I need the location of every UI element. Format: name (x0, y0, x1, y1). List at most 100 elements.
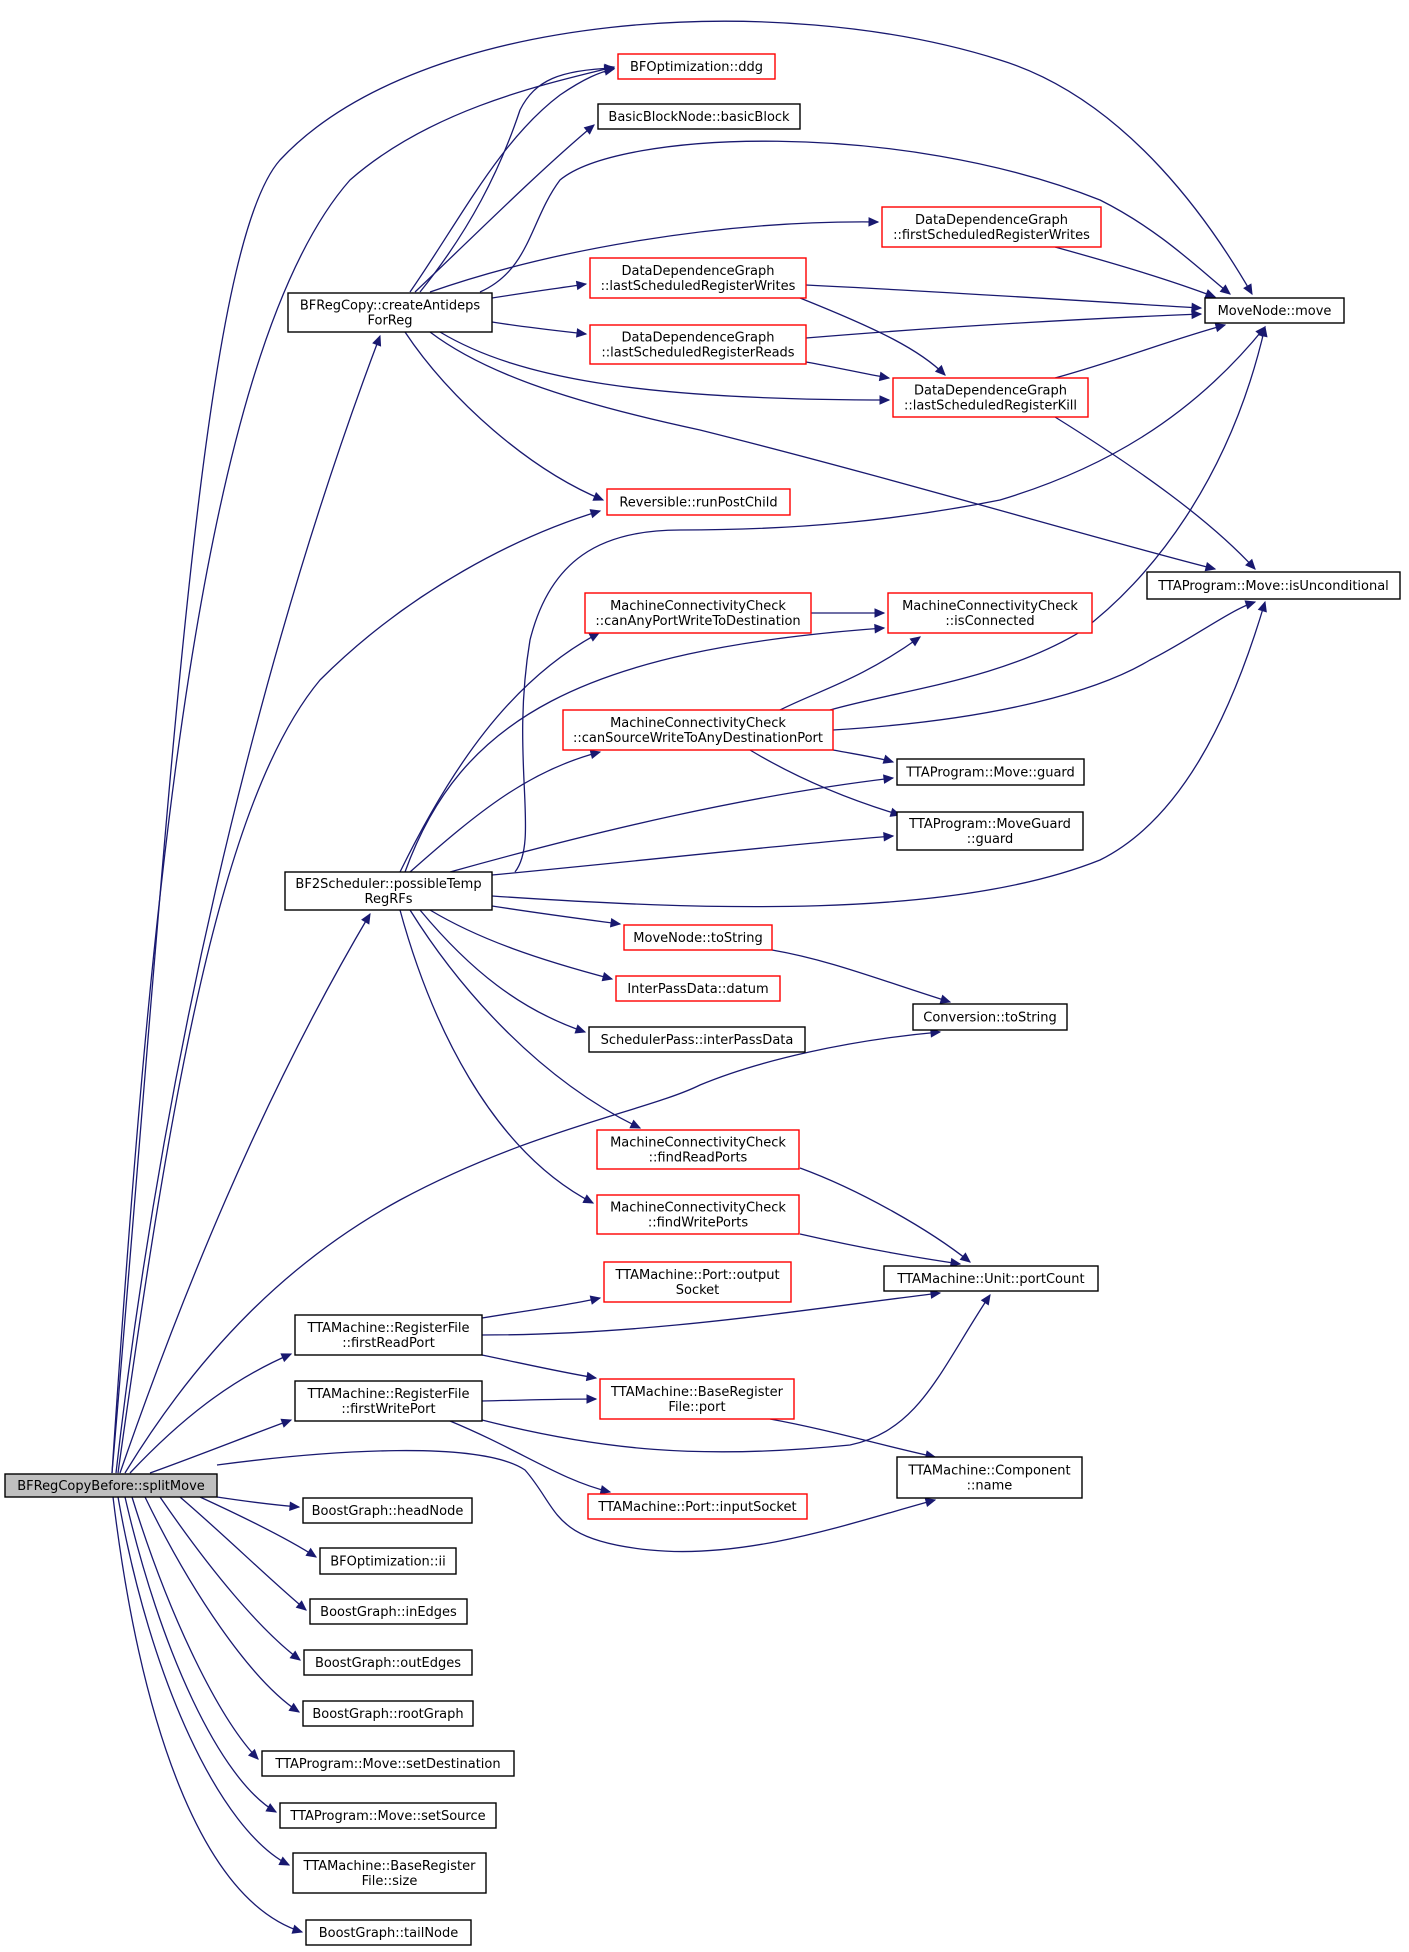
edge-line (481, 1354, 597, 1379)
edge-bf2sched-to-mccread (409, 909, 642, 1129)
node-rffrp[interactable]: TTAMachine::RegisterFile::firstReadPort (294, 1314, 483, 1356)
edge-line (414, 124, 595, 293)
node-box (1204, 297, 1345, 324)
node-box (588, 1026, 806, 1053)
edge-line (409, 68, 615, 293)
edge-line (124, 1496, 277, 1813)
node-uncond[interactable]: TTAProgram::Move::isUnconditional (1146, 571, 1401, 600)
node-portin[interactable]: TTAMachine::Port::inputSocket (587, 1493, 808, 1520)
nodes-layer: BFRegCopyBefore::splitMoveBFOptimization… (4, 53, 1401, 1946)
edge-root-to-rffwp (149, 1418, 293, 1474)
node-ddglsrw[interactable]: DataDependenceGraph::lastScheduledRegist… (589, 257, 807, 299)
edge-line (124, 1031, 941, 1474)
node-label: TTAMachine::BaseRegister (610, 1385, 784, 1400)
node-label: Reversible::runPostChild (619, 496, 777, 511)
node-label: TTAMachine::Component (907, 1464, 1070, 1479)
edge-line (149, 1419, 292, 1474)
node-box (279, 1802, 497, 1829)
node-bginedges[interactable]: BoostGraph::inEdges (309, 1598, 468, 1625)
node-setdest[interactable]: TTAProgram::Move::setDestination (261, 1750, 515, 1777)
node-label: ::lastScheduledRegisterWrites (601, 279, 796, 294)
node-mccread[interactable]: MachineConnectivityCheck::findReadPorts (596, 1129, 800, 1170)
edge-line (159, 1496, 301, 1661)
edge-root-to-rffrp (129, 1353, 293, 1474)
node-box (615, 975, 781, 1002)
node-label: TTAProgram::Move::setDestination (274, 1757, 500, 1772)
node-bgoutedges[interactable]: BoostGraph::outEdges (303, 1649, 473, 1676)
node-label: BoostGraph::tailNode (319, 1926, 459, 1941)
node-setsrc[interactable]: TTAProgram::Move::setSource (279, 1802, 497, 1829)
edge-arrowhead (574, 1024, 587, 1034)
node-box (294, 1314, 483, 1356)
node-bgtail[interactable]: BoostGraph::tailNode (305, 1919, 472, 1946)
edge-arrowhead (1214, 322, 1227, 333)
node-portcount[interactable]: TTAMachine::Unit::portCount (883, 1265, 1099, 1292)
edge-line (439, 331, 890, 401)
node-box (562, 709, 834, 751)
node-label: ::findWritePorts (648, 1216, 749, 1231)
node-label: BasicBlockNode::basicBlock (608, 110, 790, 125)
node-box (883, 1265, 1099, 1292)
node-box (587, 1493, 808, 1520)
node-compname[interactable]: TTAMachine::Component::name (896, 1456, 1083, 1499)
edge-arrowhead (629, 1119, 642, 1129)
node-spipd[interactable]: SchedulerPass::interPassData (588, 1026, 806, 1053)
node-label: BFRegCopyBefore::splitMove (17, 1479, 205, 1494)
node-label: Conversion::toString (923, 1011, 1057, 1026)
node-mccconn[interactable]: MachineConnectivityCheck::isConnected (887, 592, 1093, 634)
node-convtostr[interactable]: Conversion::toString (912, 1003, 1068, 1031)
edge-line (179, 1496, 307, 1611)
node-label: ::canAnyPortWriteToDestination (595, 614, 800, 629)
node-rffwp[interactable]: TTAMachine::RegisterFile::firstWritePort (294, 1380, 483, 1422)
edge-line (481, 1292, 941, 1336)
node-ddgfsrw[interactable]: DataDependenceGraph::firstScheduledRegis… (881, 206, 1102, 248)
edge-line (491, 283, 587, 299)
edge-arrowhead (361, 912, 371, 925)
node-label: File::port (668, 1400, 725, 1415)
edge-arrowhead (1257, 600, 1267, 613)
edge-line (514, 326, 1266, 873)
edge-line (1054, 324, 1226, 379)
node-movenode[interactable]: MoveNode::move (1204, 297, 1345, 324)
edge-arrowhead (601, 971, 614, 982)
edge-bf2sched-to-moveguard (449, 774, 895, 873)
edge-mccwrite-to-portcount (799, 1233, 962, 1268)
node-bghead[interactable]: BoostGraph::headNode (302, 1497, 473, 1524)
node-bfddg[interactable]: BFOptimization::ddg (617, 53, 776, 80)
node-label: BFOptimization::ii (330, 1555, 446, 1570)
node-moveguard[interactable]: TTAProgram::Move::guard (896, 758, 1085, 786)
node-ipdatum[interactable]: InterPassData::datum (615, 975, 781, 1002)
node-ddglsrk[interactable]: DataDependenceGraph::lastScheduledRegist… (892, 377, 1089, 418)
node-box (589, 324, 807, 365)
edge-createAnti-to-ddglsrw (491, 280, 588, 299)
edge-arrowhead (1258, 325, 1268, 338)
node-bgroot[interactable]: BoostGraph::rootGraph (302, 1700, 474, 1727)
node-bbnode[interactable]: BasicBlockNode::basicBlock (597, 103, 801, 130)
node-box (896, 1456, 1083, 1499)
edge-line (129, 1353, 292, 1474)
edge-rffwp-to-brfport (481, 1394, 598, 1404)
edge-line (491, 835, 894, 876)
node-label: RegRFs (365, 892, 413, 907)
node-mccany[interactable]: MachineConnectivityCheck::canAnyPortWrit… (584, 592, 812, 634)
node-mccwrite[interactable]: MachineConnectivityCheck::findWritePorts (596, 1194, 800, 1235)
node-ddglsrr[interactable]: DataDependenceGraph::lastScheduledRegist… (589, 324, 807, 365)
node-label: MachineConnectivityCheck (610, 716, 786, 731)
node-bfii[interactable]: BFOptimization::ii (319, 1547, 457, 1575)
node-box (597, 103, 801, 130)
node-mntostr[interactable]: MoveNode::toString (623, 924, 773, 951)
node-mccsrc[interactable]: MachineConnectivityCheck::canSourceWrite… (562, 709, 834, 751)
node-label: TTAMachine::Port::output (614, 1268, 779, 1283)
edge-ddglsrr-to-ddglsrk (805, 361, 891, 382)
node-box (596, 1194, 800, 1235)
node-mgguard[interactable]: TTAProgram::MoveGuard::guard (896, 811, 1084, 851)
node-label: TTAProgram::Move::isUnconditional (1157, 579, 1389, 594)
node-label: MachineConnectivityCheck (610, 1136, 786, 1151)
edge-arrowhead (305, 1547, 318, 1558)
node-revpost[interactable]: Reversible::runPostChild (606, 488, 791, 516)
